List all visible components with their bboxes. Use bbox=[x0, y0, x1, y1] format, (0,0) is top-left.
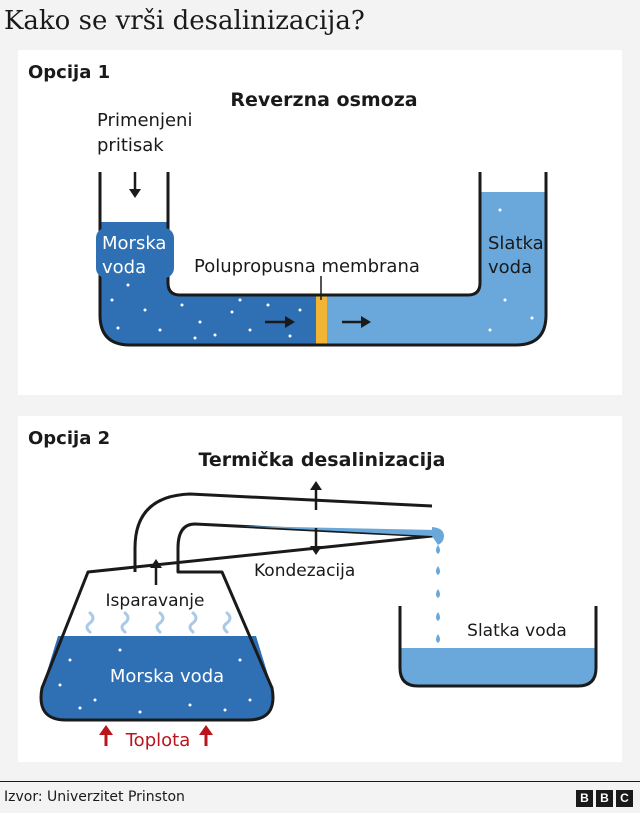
footer-divider bbox=[0, 781, 640, 782]
basin-freshwater-label: Slatka voda bbox=[467, 621, 567, 641]
pressure-label-line2: pritisak bbox=[97, 135, 164, 156]
steam-icon bbox=[85, 611, 232, 634]
osmosis-tank-outline bbox=[98, 172, 548, 347]
seawater-label-bg bbox=[96, 228, 174, 278]
basin-freshwater-fill bbox=[400, 648, 596, 686]
option1-heading: Reverzna osmoza bbox=[230, 89, 417, 111]
freshwater-fill bbox=[326, 192, 546, 345]
distillation-flask-outline bbox=[39, 492, 434, 722]
pressure-label-line1: Primenjeni bbox=[97, 110, 192, 131]
heat-exchange-down-arrow-icon bbox=[310, 528, 322, 555]
heat-exchange-up-arrow-icon bbox=[310, 481, 322, 510]
condensation-label: Kondezacija bbox=[254, 561, 355, 581]
evaporation-arrow-icon bbox=[150, 559, 162, 585]
bbc-logo-block: B bbox=[576, 790, 593, 807]
freshwater-particles bbox=[488, 208, 534, 332]
bbc-logo-block: B bbox=[596, 790, 613, 807]
flask-seawater-label: Morska voda bbox=[110, 666, 224, 687]
membrane-label: Polupropusna membrana bbox=[194, 256, 420, 277]
flask-seawater-fill bbox=[41, 636, 273, 720]
heat-label: Toplota bbox=[125, 730, 190, 751]
option2-heading: Termička desalinizacija bbox=[198, 449, 445, 471]
heat-arrow-icon bbox=[199, 725, 213, 746]
flow-arrow-icon bbox=[265, 316, 295, 328]
freshwater-label-line1: Slatka bbox=[488, 233, 544, 254]
seawater-label-line2: voda bbox=[102, 257, 146, 278]
heat-arrow-icon bbox=[99, 725, 113, 746]
evaporation-label: Isparavanje bbox=[106, 591, 205, 611]
water-drops-icon bbox=[436, 545, 440, 643]
condensate-stream bbox=[240, 526, 443, 542]
source-note: Izvor: Univerzitet Prinston bbox=[4, 789, 185, 805]
flask-particles bbox=[58, 648, 252, 714]
collecting-basin-outline bbox=[398, 606, 598, 688]
freshwater-label-line2: voda bbox=[488, 257, 532, 278]
page-title: Kako se vrši desalinizacija? bbox=[4, 6, 365, 36]
flow-arrow-icon bbox=[342, 316, 371, 328]
option2-label: Opcija 2 bbox=[28, 428, 110, 449]
option1-label: Opcija 1 bbox=[28, 62, 110, 83]
seawater-label-line1: Morska bbox=[102, 233, 166, 254]
bbc-logo-block: C bbox=[616, 790, 633, 807]
pressure-arrow-icon bbox=[129, 172, 141, 198]
osmosis-tank-inner-wall bbox=[166, 172, 482, 297]
condensate-outlet bbox=[432, 527, 444, 545]
semipermeable-membrane bbox=[316, 295, 327, 345]
